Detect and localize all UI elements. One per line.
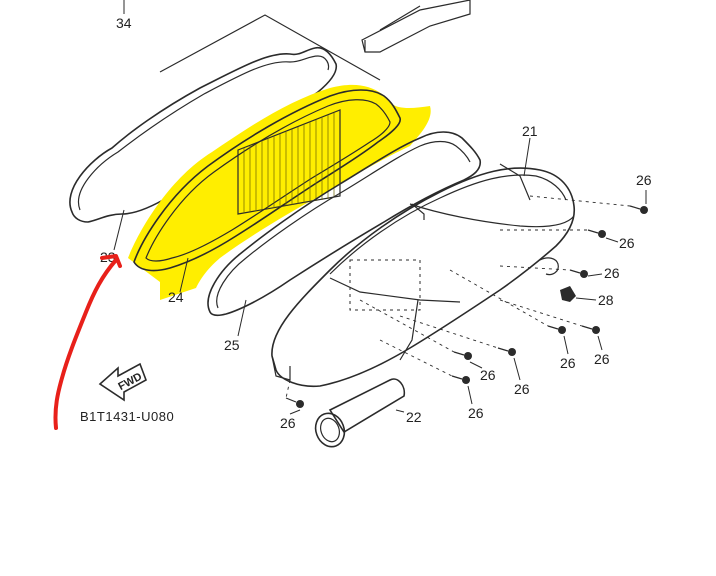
part-23-gasket [69, 46, 338, 223]
label-part-26-a: 26 [636, 172, 652, 188]
screw-3 [569, 269, 588, 278]
fwd-arrow-icon: FWD [98, 362, 147, 402]
part-28-clip [560, 286, 576, 302]
label-part-25: 25 [224, 337, 240, 353]
red-annotation-arrow [53, 254, 122, 430]
screw-8 [451, 375, 470, 384]
leader-24 [179, 257, 189, 293]
label-part-26-i: 26 [280, 415, 296, 431]
screw-7 [497, 347, 516, 356]
label-part-34: 34 [116, 15, 132, 31]
screw-6 [453, 351, 472, 360]
alignment-lines [285, 195, 631, 399]
label-part-26-g: 26 [514, 381, 530, 397]
label-part-26-h: 26 [468, 405, 484, 421]
label-part-26-c: 26 [604, 265, 620, 281]
part-34-bracket [361, 0, 471, 53]
screw-1 [629, 205, 648, 214]
part-26-screws [285, 205, 648, 408]
label-part-26-b: 26 [619, 235, 635, 251]
label-part-24: 24 [168, 289, 184, 305]
label-part-26-d: 26 [560, 355, 576, 371]
part-24-air-filter [128, 84, 431, 300]
leaders-26 [289, 190, 647, 415]
label-part-28: 28 [598, 292, 614, 308]
leader-23 [113, 209, 125, 251]
label-part-21: 21 [522, 123, 538, 139]
leader-28 [575, 297, 597, 301]
leader-22 [395, 409, 405, 413]
diagram-code: B1T1431-U080 [80, 409, 174, 424]
filter-pleats [243, 113, 335, 213]
screw-2 [587, 229, 606, 238]
screw-4 [547, 325, 566, 334]
label-part-22: 22 [406, 409, 422, 425]
case-inner-outline [349, 259, 421, 311]
label-part-26-f: 26 [480, 367, 496, 383]
part-21-air-cleaner-case [271, 163, 576, 388]
part-22-intake-duct [314, 378, 406, 448]
label-part-26-e: 26 [594, 351, 610, 367]
assembly-outline [159, 14, 381, 81]
screw-9 [285, 397, 304, 408]
leader-25 [237, 299, 247, 337]
leader-21 [523, 137, 531, 177]
part-25-gasket [207, 131, 482, 317]
screw-5 [581, 325, 600, 334]
